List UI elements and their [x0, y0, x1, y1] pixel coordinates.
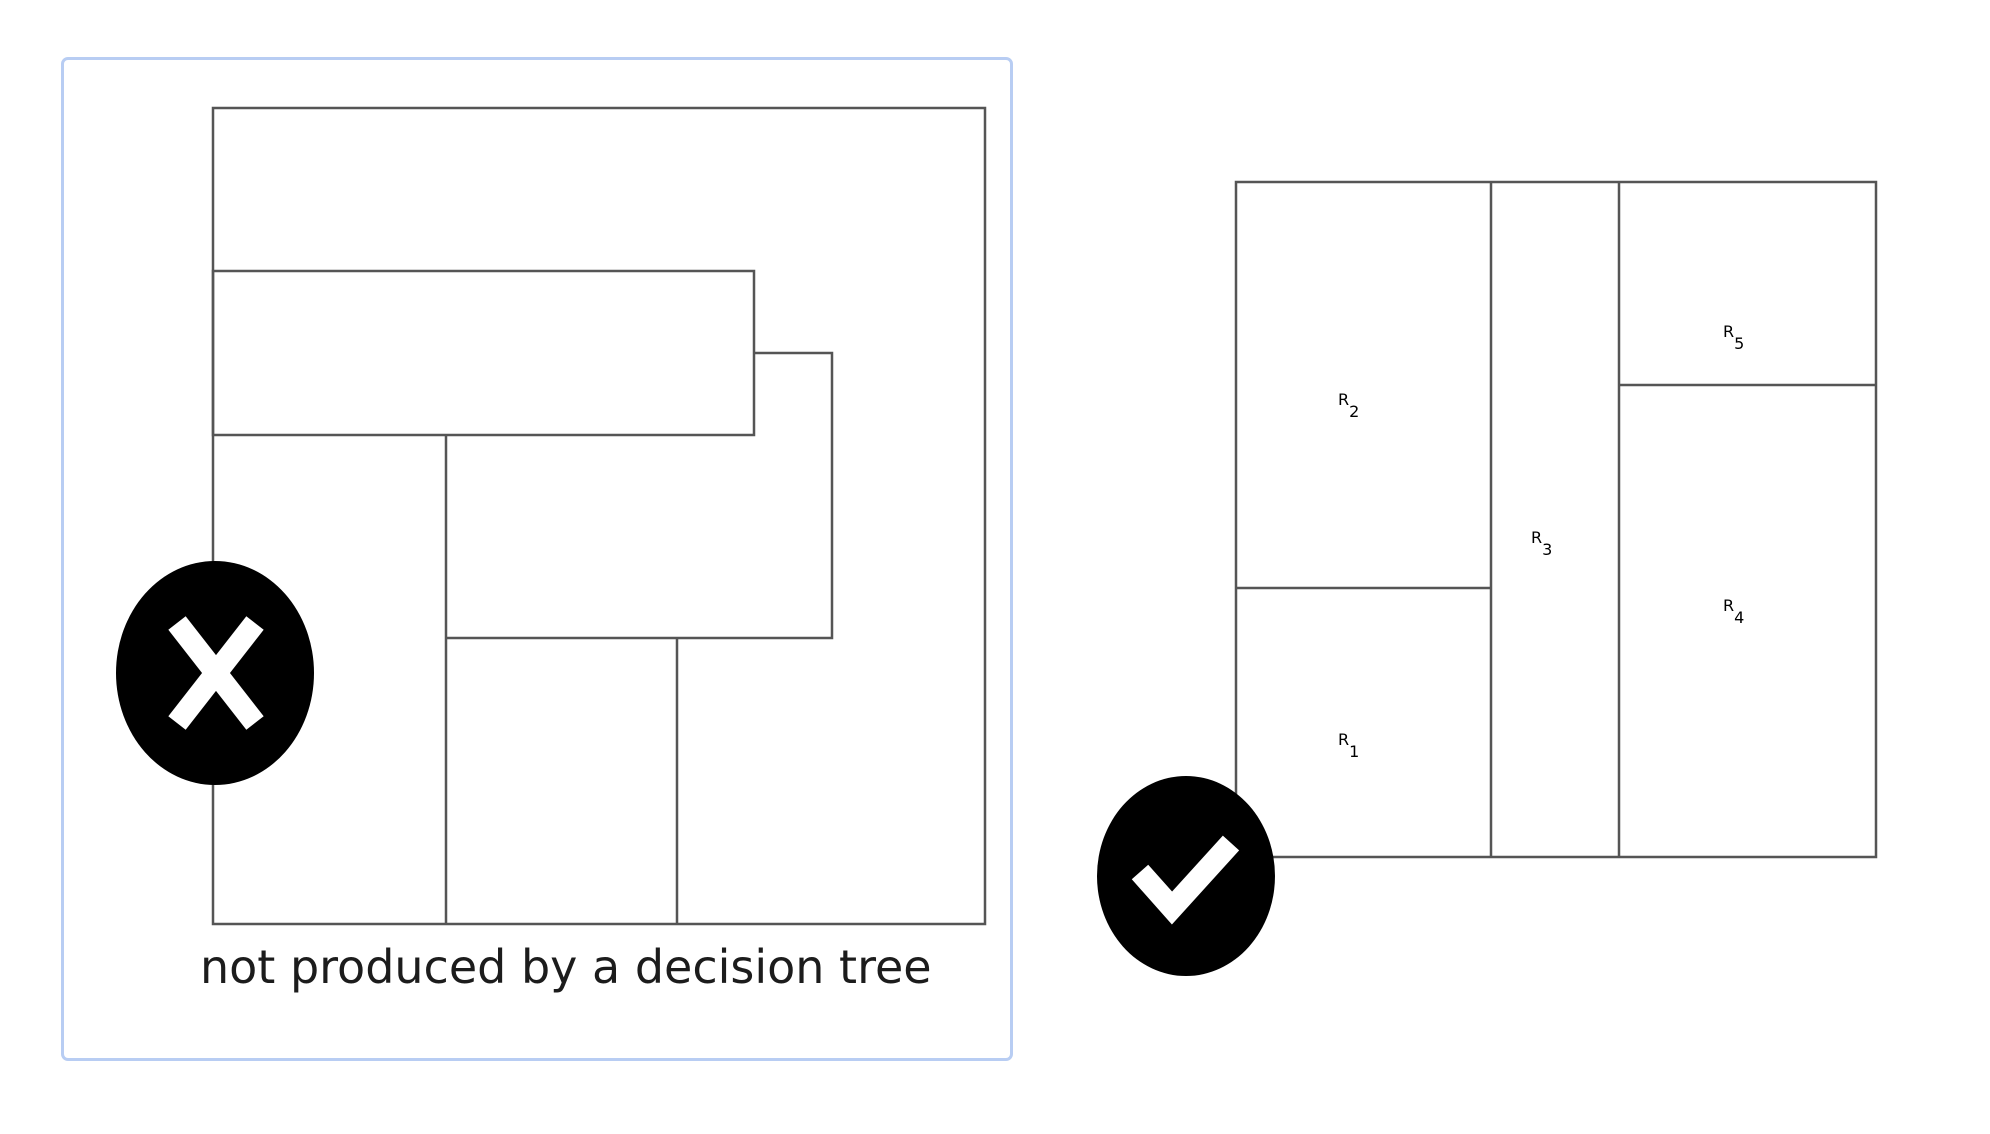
region-label-r3: R3: [1531, 528, 1552, 559]
region-label-r5: R5: [1723, 322, 1744, 353]
check-badge: [1097, 776, 1275, 976]
region-label-r1: R1: [1338, 730, 1359, 761]
left-hook-shape: [446, 351, 834, 640]
cross-badge: [116, 561, 314, 785]
check-icon: [1131, 835, 1240, 925]
cross-icon: [168, 616, 264, 730]
region-label-r4: R4: [1723, 596, 1744, 627]
left-partition-diagram: [211, 106, 987, 926]
left-top-bar: [211, 269, 756, 437]
left-panel-caption: not produced by a decision tree: [200, 940, 932, 994]
check-badge-circle: [1097, 776, 1275, 976]
right-partition-diagram: [1234, 180, 1878, 859]
left-outer-box: [211, 106, 987, 926]
region-label-r2: R2: [1338, 390, 1359, 421]
left-panel-frame: [61, 57, 1013, 1061]
right-outer-box: [1234, 180, 1878, 859]
region-labels: R1 R2 R3 R4 R5: [1338, 322, 1744, 761]
